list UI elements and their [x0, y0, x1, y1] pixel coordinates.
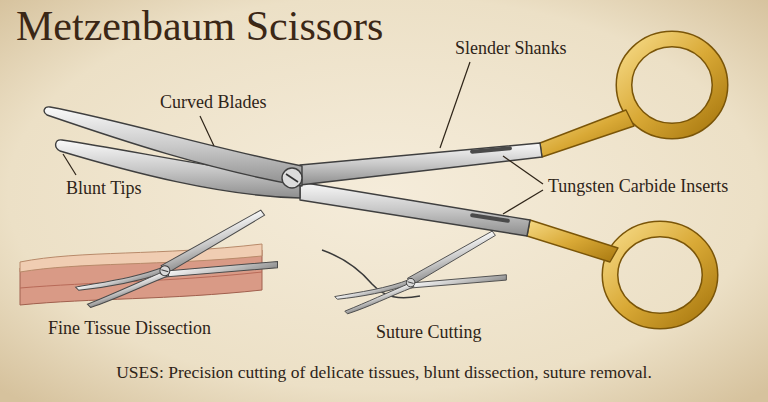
part-label: Tungsten Carbide Inserts: [548, 176, 728, 197]
leader-lines: [63, 62, 543, 214]
part-label: Suture Cutting: [376, 322, 482, 343]
part-label: Slender Shanks: [455, 38, 567, 59]
mini-scissors: [331, 231, 510, 333]
part-label: Curved Blades: [160, 92, 266, 113]
part-label: Blunt Tips: [66, 178, 142, 199]
title: Metzenbaum Scissors: [16, 2, 383, 50]
mini-scissors: [71, 209, 282, 328]
caption: USES: Precision cutting of delicate tiss…: [0, 362, 768, 383]
part-label: Fine Tissue Dissection: [48, 318, 211, 339]
